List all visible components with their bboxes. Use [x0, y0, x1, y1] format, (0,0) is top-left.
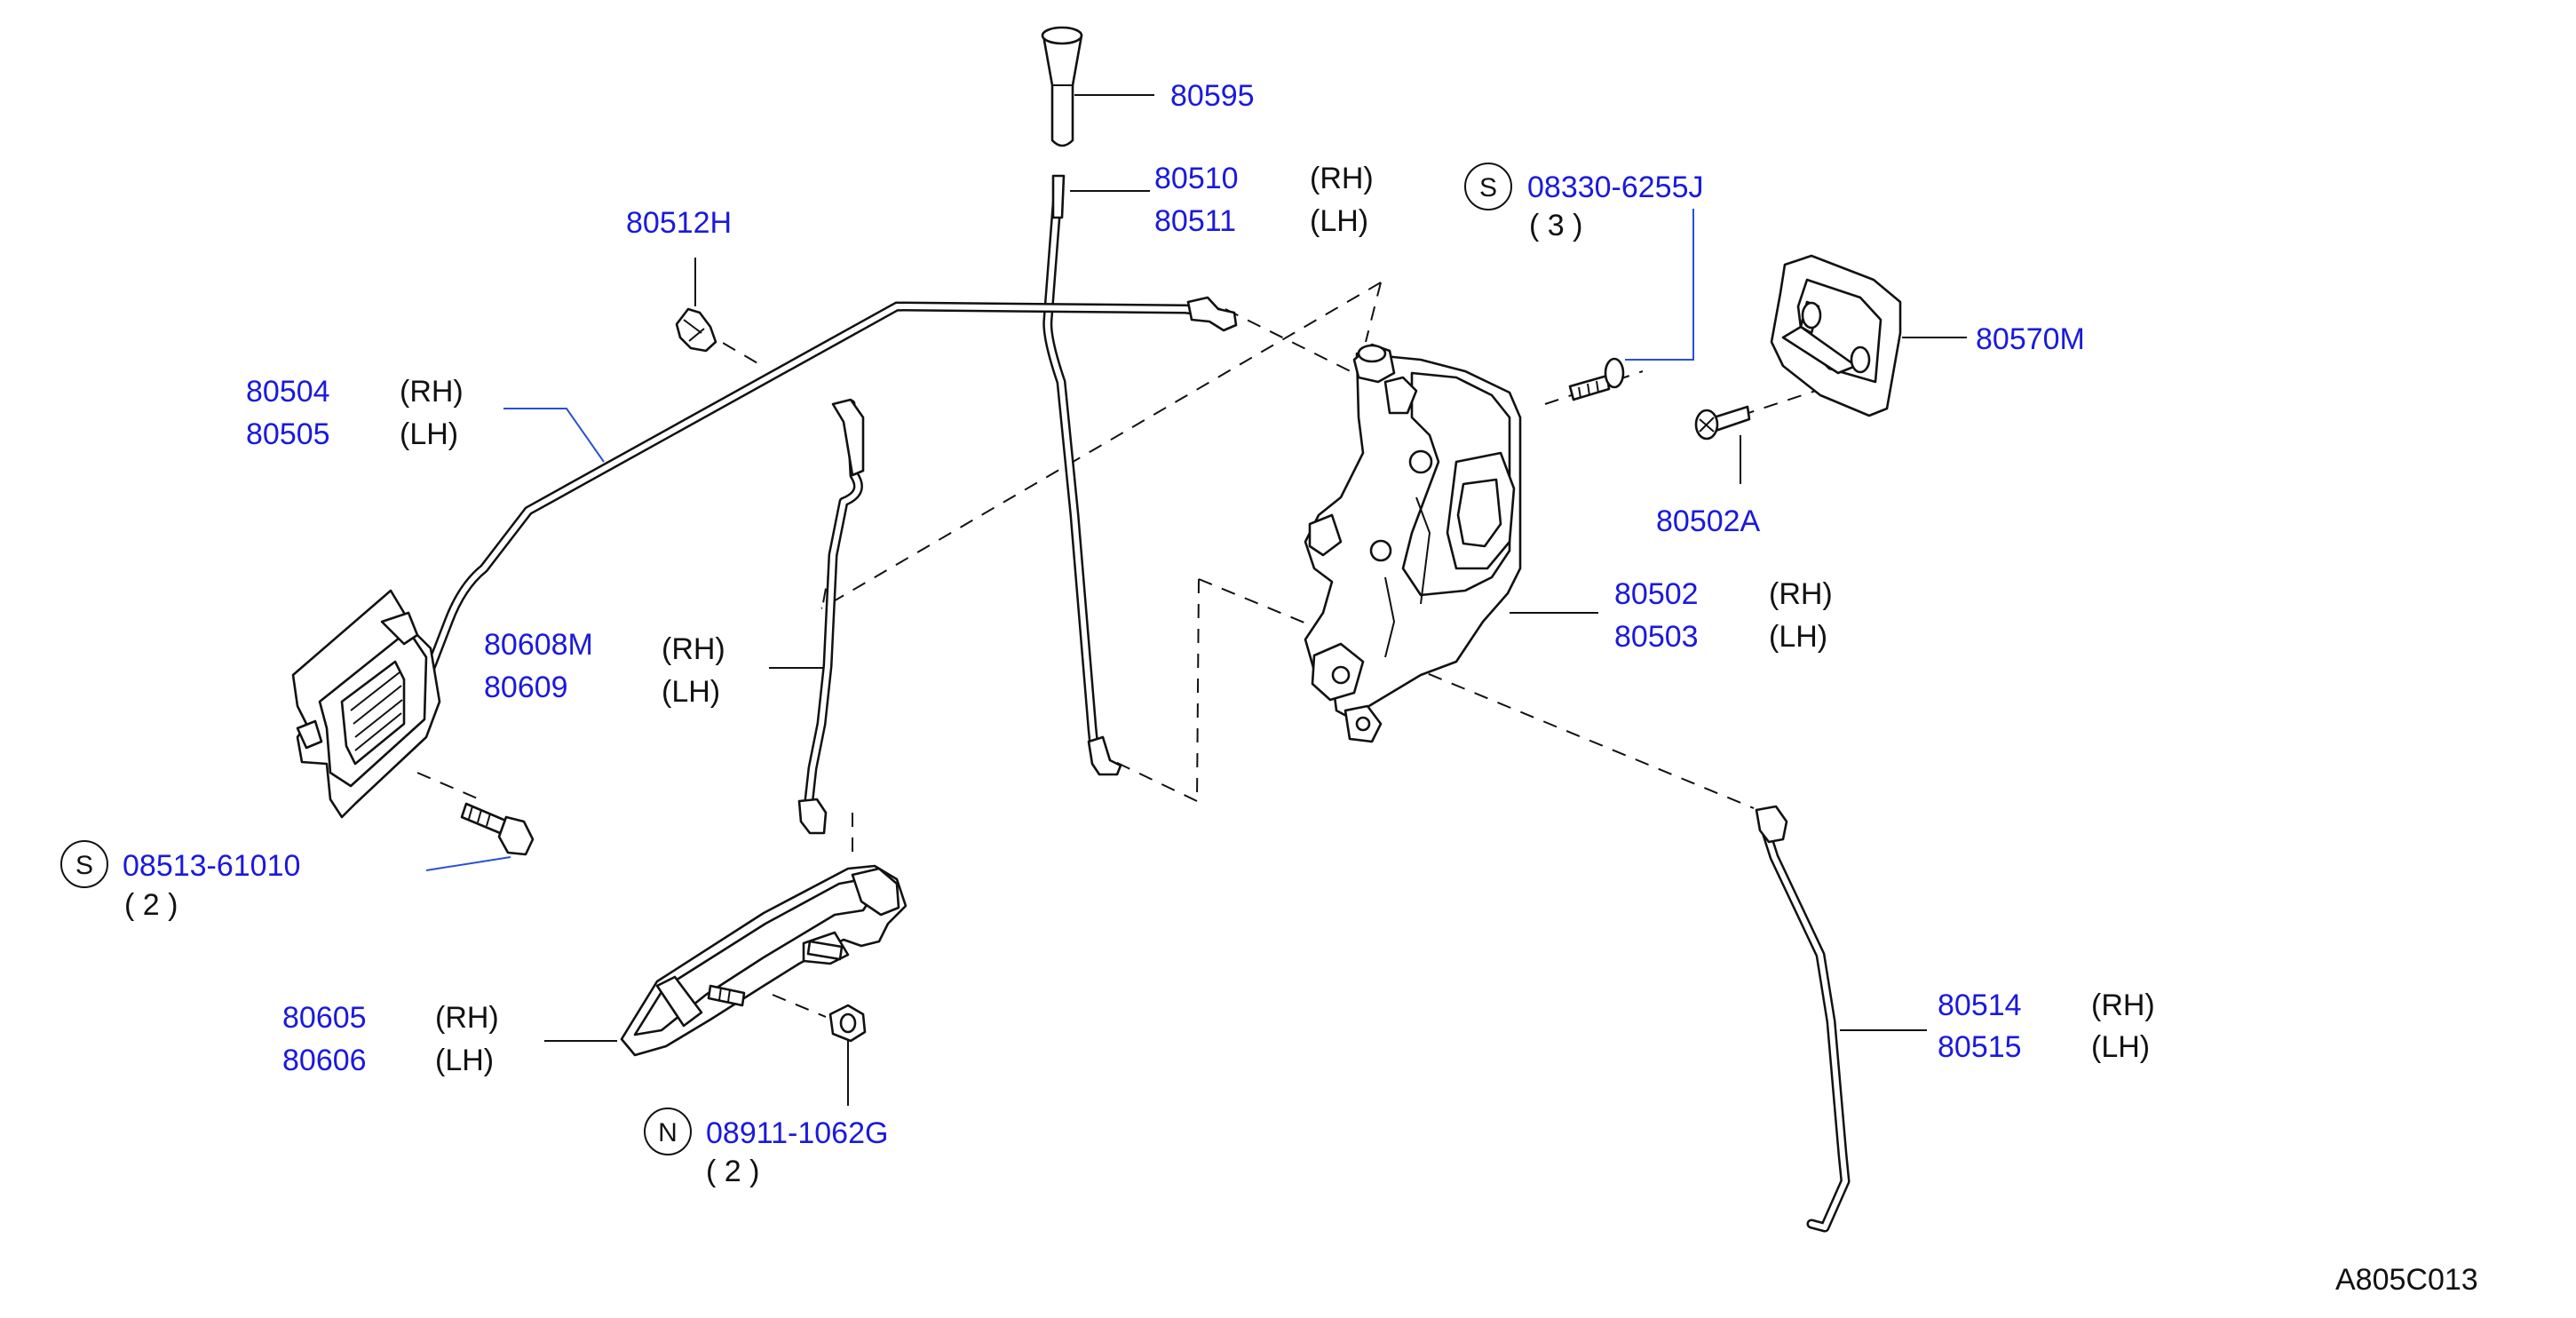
- standard-part-symbol-circle: [644, 1108, 692, 1155]
- callout-80502a: 80502A: [1656, 504, 1761, 538]
- quantity: ( 3 ): [1529, 209, 1582, 242]
- part-number-lh: 80505: [246, 417, 330, 451]
- side-rh: (RH): [1310, 162, 1374, 195]
- part-number: 80512H: [626, 206, 732, 240]
- inside-handle-rod-80608m: [797, 398, 865, 835]
- side-rh: (RH): [662, 632, 725, 666]
- part-number: 80570M: [1976, 322, 2085, 356]
- bolt-08513-61010: [460, 802, 535, 856]
- callout-80504-80505: 80504 (RH) 80505 (LH): [246, 375, 464, 451]
- standard-part-symbol-circle: [60, 840, 108, 888]
- side-lh: (LH): [1769, 620, 1827, 654]
- part-number-lh: 80511: [1154, 204, 1236, 238]
- part-number-lh: 80606: [282, 1044, 367, 1077]
- side-lh: (LH): [2091, 1030, 2150, 1064]
- callout-80608m-80609: 80608M (RH) 80609 (LH): [484, 628, 725, 709]
- side-lh: (LH): [1310, 204, 1368, 238]
- callout-80514-80515: 80514 (RH) 80515 (LH): [1938, 988, 2155, 1064]
- part-number-rh: 80504: [246, 375, 330, 409]
- lock-knob-80595: [1041, 26, 1083, 147]
- callout-08330-6255j: S 08330-6255J ( 3 ): [1464, 163, 1704, 242]
- part-number-lh: 80503: [1614, 620, 1699, 654]
- callout-80595: 80595: [1170, 79, 1255, 113]
- lock-rod-80514: [1755, 805, 1851, 1233]
- side-lh: (LH): [400, 417, 458, 451]
- door-lock-assembly-80502: [1304, 343, 1522, 743]
- side-rh: (RH): [1769, 577, 1833, 611]
- part-number-lh: 80515: [1938, 1030, 2022, 1064]
- callout-80512h: 80512H: [626, 206, 732, 240]
- standard-part-symbol-circle: [1464, 163, 1512, 210]
- lock-knob-rod-80510: [1042, 174, 1122, 776]
- side-rh: (RH): [435, 1001, 499, 1035]
- standard-part-symbol: S: [75, 851, 93, 880]
- screw-08330-6255j: [1568, 357, 1625, 401]
- part-number: 08911-1062G: [706, 1116, 888, 1150]
- part-number: 08330-6255J: [1527, 171, 1704, 204]
- screw-80502a: [1694, 405, 1751, 441]
- part-number-rh: 80514: [1938, 988, 2022, 1022]
- standard-part-symbol: N: [658, 1118, 678, 1147]
- callout-80510-80511: 80510 (RH) 80511 (LH): [1154, 162, 1374, 238]
- outside-handle-rod-80504: [425, 296, 1238, 673]
- part-number-lh: 80609: [484, 671, 568, 704]
- side-lh: (LH): [662, 675, 720, 709]
- side-lh: (LH): [435, 1044, 494, 1077]
- leader-lines: [425, 94, 1967, 1106]
- striker-80570m: [1770, 254, 1902, 417]
- standard-part-symbol: S: [1479, 173, 1497, 202]
- side-rh: (RH): [2091, 988, 2155, 1022]
- part-number: 80595: [1170, 79, 1255, 113]
- rod-clip-80512h: [675, 307, 717, 353]
- callout-80502-80503: 80502 (RH) 80503 (LH): [1614, 577, 1833, 654]
- part-number: 80502A: [1656, 504, 1761, 538]
- quantity: ( 2 ): [706, 1155, 759, 1188]
- side-rh: (RH): [400, 375, 464, 409]
- nut-08911-1062g: [828, 1004, 867, 1043]
- callout-08513-61010: S 08513-61010 ( 2 ): [60, 840, 300, 922]
- diagram-code: A805C013: [2335, 1263, 2478, 1297]
- part-number-rh: 80605: [282, 1001, 367, 1035]
- callout-80570m: 80570M: [1976, 322, 2085, 356]
- part-number-rh: 80502: [1614, 577, 1699, 611]
- part-number: 08513-61010: [123, 849, 300, 883]
- callout-08911-1062g: N 08911-1062G ( 2 ): [644, 1108, 888, 1188]
- outside-handle-80605: [620, 864, 908, 1057]
- quantity: ( 2 ): [124, 888, 178, 922]
- part-number-rh: 80608M: [484, 628, 593, 662]
- part-number-rh: 80510: [1154, 162, 1239, 195]
- callout-80605-80606: 80605 (RH) 80606 (LH): [282, 1001, 499, 1077]
- inside-handle-80608m: [291, 589, 441, 819]
